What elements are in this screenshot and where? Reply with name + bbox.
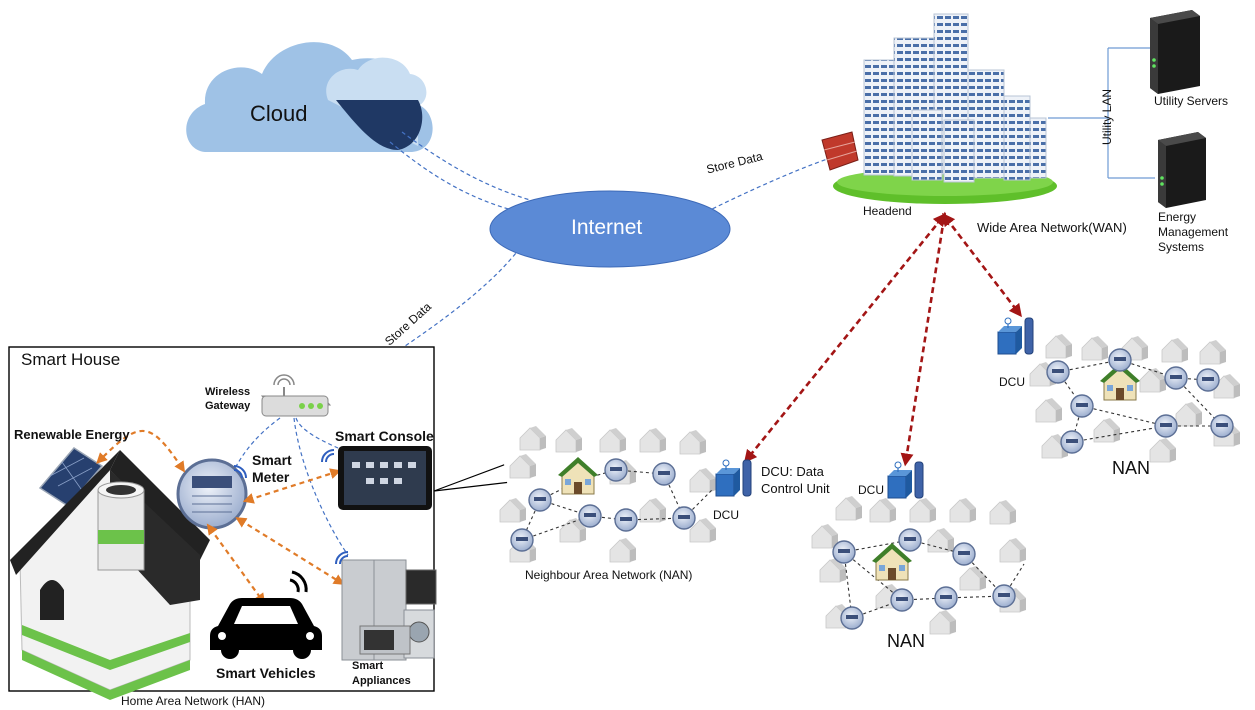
nan-right-icon [997,317,1241,463]
renewable-energy-label: Renewable Energy [14,427,130,442]
han-label: Home Area Network (HAN) [121,694,266,708]
wan-links [743,211,1022,467]
internet-label: Internet [571,216,643,239]
energy-management-label-line3: Systems [1158,240,1205,254]
smart-house-title: Smart House [21,350,121,369]
energy-management-label-line2: Management [1158,225,1229,239]
smart-vehicle-icon [210,570,322,659]
nan-left-icon [499,425,752,563]
wan-label: Wide Area Network(WAN) [977,220,1127,235]
smart-meter-label-line1: Smart [252,452,292,468]
dcu-middle-label: DCU [858,483,884,497]
wireless-gateway-label-line1: Wireless [205,386,251,398]
dcu-right-label: DCU [999,375,1025,389]
headend-label: Headend [863,204,912,218]
utility-lan-label: Utility LAN [1100,88,1114,145]
smart-appliances-icon [335,551,437,661]
smart-console-icon [321,446,432,510]
internet-node [489,190,731,268]
wireless-gateway-label-line2: Gateway [205,400,251,412]
energy-management-label-line1: Energy [1158,210,1197,224]
smart-appliances-label-line1: Smart [352,660,384,672]
nan-right-label: NAN [1112,458,1151,478]
dcu-desc-label-line2: Control Unit [761,481,830,496]
nan-middle-icon [811,461,1027,635]
nan-middle-label: NAN [887,631,926,651]
internet-links [329,131,831,396]
smart-appliances-label-line2: Appliances [352,675,411,687]
cloud-icon [186,42,433,152]
firewall-icon [821,131,859,171]
headend-icon [833,13,1057,204]
wireless-gateway-icon [260,374,332,417]
smart-meter-icon [176,458,248,530]
server-icon [1150,10,1200,94]
smart-console-label: Smart Console [335,428,434,444]
utility-lan-lines [1048,47,1155,179]
smart-house-icon [10,450,210,700]
energy-server-icon [1158,132,1206,208]
dcu-left-label: DCU [713,508,739,522]
cloud-label: Cloud [250,101,308,126]
dcu-desc-label-line1: DCU: Data [761,464,824,479]
smart-meter-label-line2: Meter [252,469,290,485]
utility-servers-label: Utility Servers [1154,94,1229,108]
smart-vehicles-label: Smart Vehicles [216,665,316,681]
han-links [96,429,345,605]
nan-left-label: Neighbour Area Network (NAN) [525,568,693,582]
